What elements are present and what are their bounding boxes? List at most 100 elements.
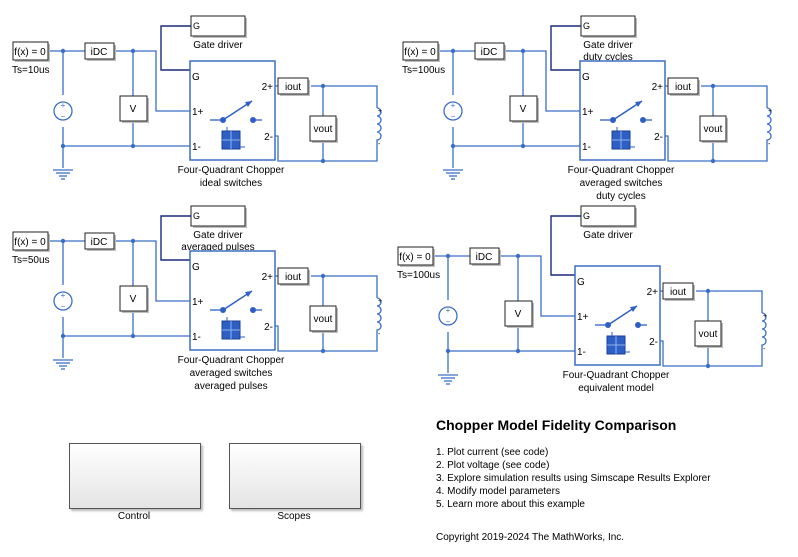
idc-sensor-block[interactable] — [84, 232, 115, 250]
load-plus-label: + — [378, 108, 382, 115]
solver-config-block[interactable] — [12, 231, 49, 251]
solver-config-label: f(x) = 0 — [404, 47, 436, 58]
dc-source-plus: + — [451, 101, 456, 110]
inductor-icon — [376, 297, 382, 332]
inductor-icon — [376, 107, 382, 142]
vout-sensor-label: vout — [704, 124, 723, 135]
control-subsystem-label: Control — [117, 511, 151, 522]
idc-sensor-block[interactable] — [469, 247, 500, 265]
iout-sensor-block[interactable] — [277, 77, 309, 95]
iout-sensor-block[interactable] — [277, 267, 309, 285]
copyright-text: Copyright 2019-2024 The MathWorks, Inc. — [436, 532, 625, 543]
idc-sensor-label: iDC — [91, 47, 108, 58]
solver-config-block[interactable] — [12, 41, 49, 61]
switch-arrow-icon — [630, 306, 637, 312]
voltmeter-block[interactable] — [504, 300, 533, 327]
chopper-caption: Four-Quadrant Chopper — [178, 355, 285, 366]
wire — [160, 215, 191, 261]
chopper-port-in-neg: 1- — [192, 142, 201, 153]
sample-time-label: Ts=50us — [12, 255, 50, 266]
sample-time-label: Ts=10us — [12, 65, 50, 76]
vout-sensor-block[interactable] — [694, 320, 722, 347]
solver-config-block[interactable] — [402, 41, 439, 61]
dc-source-icon — [53, 101, 73, 121]
dc-source-icon — [438, 306, 458, 326]
chopper-port-out-pos: 2+ — [262, 272, 274, 283]
chopper-port-in-neg: 1- — [577, 347, 586, 358]
wire — [452, 127, 580, 147]
switch-arrow-icon — [245, 291, 252, 297]
idc-sensor-label: iDC — [481, 47, 498, 58]
chopper-port-out-neg: 2- — [649, 337, 658, 348]
chopper-caption: Four-Quadrant Chopper — [178, 165, 285, 176]
voltmeter-label: V — [130, 104, 137, 115]
chopper-port-in-pos: 1+ — [577, 312, 589, 323]
voltmeter-label: V — [130, 294, 137, 305]
chopper-port-g: G — [577, 277, 585, 288]
iout-sensor-block[interactable] — [667, 77, 699, 95]
gate-driver-port-label: G — [193, 21, 200, 31]
load-plus-label: + — [763, 313, 767, 320]
control-subsystem[interactable] — [69, 443, 201, 509]
idc-sensor-block[interactable] — [84, 42, 115, 60]
iout-sensor-block[interactable] — [662, 282, 694, 300]
voltmeter-block[interactable] — [119, 95, 148, 122]
chopper-caption: duty cycles — [596, 191, 645, 202]
wire — [701, 85, 768, 108]
gate-driver-caption: duty cycles — [583, 52, 632, 63]
info-link-learn-more[interactable]: 5. Learn more about this example — [436, 499, 585, 510]
voltmeter-block[interactable] — [119, 285, 148, 312]
idc-sensor-label: iDC — [476, 252, 493, 263]
wire — [311, 85, 378, 108]
info-panel: Chopper Model Fidelity Comparison 1. Plo… — [436, 417, 786, 511]
dc-source-minus: − — [446, 317, 451, 326]
vout-sensor-block[interactable] — [309, 115, 337, 142]
chopper-port-g: G — [582, 72, 590, 83]
switch-arrow-icon — [245, 101, 252, 107]
wire — [447, 332, 575, 352]
vout-sensor-block[interactable] — [309, 305, 337, 332]
dc-source-minus: − — [61, 302, 66, 311]
wire — [62, 127, 190, 147]
wire — [550, 215, 581, 276]
junction-dot — [320, 158, 326, 164]
load-plus-label: + — [378, 298, 382, 305]
switch-arrow-icon — [635, 101, 642, 107]
dc-source-plus: + — [61, 291, 66, 300]
junction-dot — [705, 363, 711, 369]
chopper-port-out-neg: 2- — [264, 322, 273, 333]
wire — [696, 290, 763, 313]
voltmeter-label: V — [520, 104, 527, 115]
info-link-plot-current[interactable]: 1. Plot current (see code) — [436, 447, 549, 458]
four-quadrant-chopper-block[interactable] — [579, 60, 666, 161]
solver-config-label: f(x) = 0 — [399, 252, 431, 263]
voltmeter-label: V — [515, 309, 522, 320]
load-minus-label: - — [378, 141, 381, 148]
wire — [550, 25, 581, 71]
idc-sensor-block[interactable] — [474, 42, 505, 60]
chopper-port-in-neg: 1- — [192, 332, 201, 343]
info-link-modify-parameters[interactable]: 4. Modify model parameters — [436, 486, 560, 497]
chopper-port-out-pos: 2+ — [647, 287, 659, 298]
gate-driver-caption: Gate driver — [583, 230, 633, 241]
iout-sensor-label: iout — [285, 272, 301, 283]
scopes-subsystem[interactable] — [229, 443, 361, 509]
vout-sensor-block[interactable] — [699, 115, 727, 142]
junction-dot — [710, 158, 716, 164]
junction-dot — [320, 348, 326, 354]
voltmeter-block[interactable] — [509, 95, 538, 122]
idc-sensor-label: iDC — [91, 237, 108, 248]
chopper-caption: averaged pulses — [194, 381, 267, 392]
chopper-caption: ideal switches — [200, 178, 262, 189]
solver-config-block[interactable] — [397, 246, 434, 266]
gate-driver-caption: Gate driver — [193, 40, 243, 51]
chopper-caption: averaged switches — [190, 368, 273, 379]
info-link-plot-voltage[interactable]: 2. Plot voltage (see code) — [436, 460, 550, 471]
gate-driver-port-label: G — [583, 21, 590, 31]
info-link-results-explorer[interactable]: 3. Explore simulation results using Sims… — [436, 473, 711, 484]
chopper-caption: Four-Quadrant Chopper — [568, 165, 675, 176]
gate-driver-port-label: G — [583, 211, 590, 221]
chopper-port-in-pos: 1+ — [192, 297, 204, 308]
